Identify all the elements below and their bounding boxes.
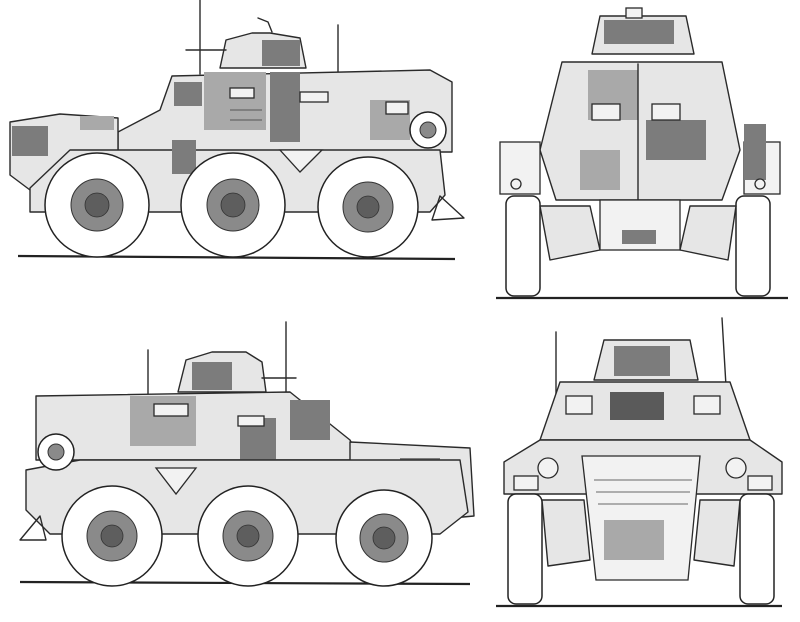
headlight xyxy=(754,178,766,190)
vision-port xyxy=(229,87,255,99)
rear-view-bottom xyxy=(496,317,783,608)
vision-port xyxy=(299,91,329,103)
road-wheel xyxy=(44,152,150,258)
suspension-right xyxy=(679,205,737,261)
road-wheel xyxy=(317,156,419,258)
vision-port xyxy=(385,101,409,115)
vision-port xyxy=(565,395,593,415)
rear-wheel-left xyxy=(507,493,543,605)
vision-port xyxy=(237,415,265,427)
vision-port xyxy=(153,403,189,417)
vision-port xyxy=(651,103,681,121)
road-wheel xyxy=(335,489,433,587)
front-wheel-right xyxy=(735,195,771,297)
rear-light xyxy=(725,457,747,479)
suspension-left xyxy=(539,205,601,261)
vision-port xyxy=(693,395,721,415)
vision-port xyxy=(591,103,621,121)
headlight xyxy=(510,178,522,190)
front-hull-body xyxy=(539,61,741,201)
side-view-bottom xyxy=(19,321,475,587)
rear-light xyxy=(537,457,559,479)
rear-step xyxy=(431,195,465,221)
suspension-right xyxy=(693,499,741,567)
suspension-left xyxy=(541,499,591,567)
front-view-top xyxy=(496,7,788,300)
road-wheel xyxy=(61,485,163,587)
rear-wheel-right xyxy=(739,493,775,605)
rear-door xyxy=(581,455,701,581)
front-step xyxy=(19,515,47,541)
front-wheel-left xyxy=(505,195,541,297)
hull-triangle-marking xyxy=(154,467,198,496)
road-wheel xyxy=(197,485,299,587)
side-view-top xyxy=(9,0,465,261)
road-wheel xyxy=(180,152,286,258)
hull-triangle-marking xyxy=(278,149,324,173)
